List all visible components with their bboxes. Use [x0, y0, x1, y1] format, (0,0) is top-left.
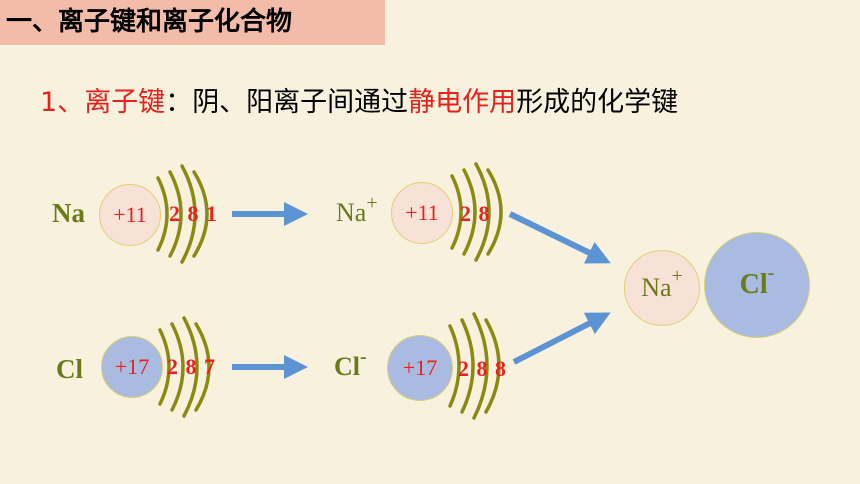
na-atom-electrons: 2 8 1	[169, 201, 218, 226]
arrow-cl-combine	[512, 312, 611, 365]
na-atom-nucleus: +11	[99, 184, 161, 246]
definition-colon: ：	[165, 87, 193, 118]
compound-anion: Cl-	[704, 232, 810, 338]
definition-number: 1、	[40, 87, 85, 118]
compound-cation: Na+	[624, 250, 700, 326]
definition-highlight: 静电作用	[408, 87, 517, 118]
arrow-na-combine	[508, 211, 611, 264]
section-header: 一、离子键和离子化合物	[0, 0, 385, 45]
cl-atom-electrons: 2 8 7	[167, 354, 216, 379]
na-ion-shells	[450, 162, 503, 262]
na-ion-nucleus: +11	[391, 182, 453, 244]
cl-atom-symbol: Cl	[56, 354, 83, 384]
na-ion-electrons: 2 8	[460, 201, 491, 226]
definition-text-1: 阴、阳离子间通过	[192, 87, 409, 118]
cl-ion-symbol: Cl-	[334, 346, 367, 381]
cl-ion-electrons: 2 8 8	[458, 356, 507, 381]
na-ion-symbol: Na+	[336, 192, 378, 227]
definition-text-2: 形成的化学键	[516, 87, 679, 118]
cl-atom-nucleus: +17	[101, 336, 163, 398]
na-atom-shells	[156, 164, 209, 264]
cl-ion-shells	[448, 312, 501, 420]
definition-line: 1、离子键：阴、阳离子间通过静电作用形成的化学键	[40, 80, 678, 119]
cl-ion-nucleus: +17	[387, 335, 453, 401]
cl-atom-shells	[158, 316, 211, 418]
section-title: 一、离子键和离子化合物	[6, 7, 293, 37]
definition-term: 离子键	[84, 87, 166, 118]
na-atom-symbol: Na	[52, 198, 85, 228]
